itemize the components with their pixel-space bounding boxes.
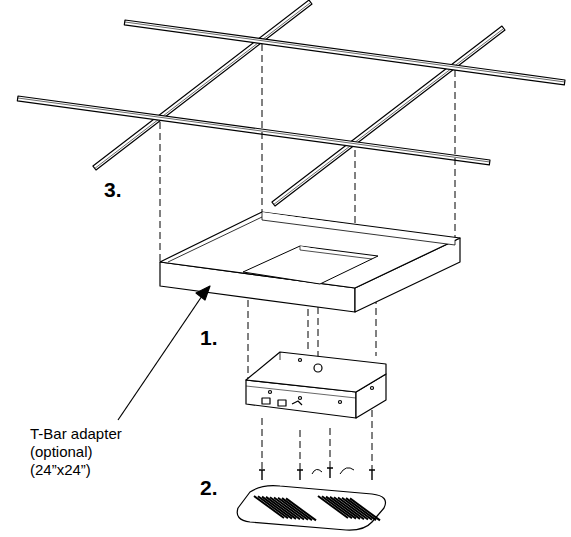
grille-slot	[286, 498, 316, 520]
grille	[237, 486, 385, 530]
grille-slot	[278, 498, 308, 520]
callout-number: 2.	[200, 476, 218, 500]
grille-slot	[282, 498, 312, 520]
part-label: T-Bar adapter (optional) (24”x24”)	[30, 425, 142, 479]
t-bar-flange	[125, 22, 565, 82]
callout-number: 1.	[200, 326, 218, 350]
grille-slot	[346, 498, 376, 520]
callout-number: 3.	[104, 178, 122, 202]
t-bar-flange	[18, 98, 490, 162]
ceiling-grid	[17, 0, 565, 206]
t-bar-flange	[95, 2, 311, 168]
grille-slot	[342, 498, 372, 520]
t-bar-flange	[274, 28, 504, 204]
fan-housing	[246, 352, 386, 418]
t-bar-rail	[17, 96, 490, 165]
tbar-adapter	[160, 212, 460, 312]
leader-line	[118, 286, 210, 420]
mounting-screws	[259, 468, 375, 480]
t-bar-rail	[272, 26, 505, 206]
t-bar-rail	[124, 20, 565, 85]
grille-slot	[350, 498, 380, 520]
